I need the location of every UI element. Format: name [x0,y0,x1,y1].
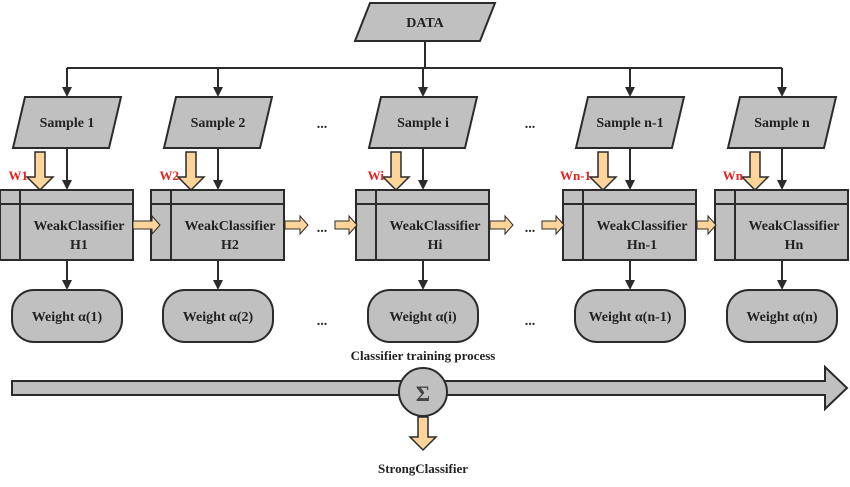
alpha-box [162,289,274,343]
sample-shape [574,96,686,149]
chain-arrow [696,214,717,236]
weight-input-arrow [176,151,206,192]
classifier-id: Hn-1 [627,238,657,253]
classifier-label: WeakClassifier [34,219,125,234]
classifier-label: WeakClassifier [749,219,840,234]
sample-shape [11,96,123,149]
classifier-id: Hi [428,238,443,253]
sample-shape [367,96,479,149]
alpha-box [726,289,838,343]
alpha-label: Weight α(2) [183,310,254,325]
weight-input-arrow [588,151,618,192]
sample-label: Sample n [754,116,810,131]
weight-input-label: W2 [160,168,180,183]
alpha-label: Weight α(n) [746,310,818,325]
ellipsis: ... [317,221,328,236]
weight-input-label: Wi [368,168,385,183]
classifier-label: WeakClassifier [185,219,276,234]
classifier-label: WeakClassifier [597,219,688,234]
alpha-label: Weight α(i) [389,310,457,325]
classifier-id: H2 [221,238,239,253]
data-shape [353,2,497,42]
classifier-label: WeakClassifier [390,219,481,234]
alpha-box [574,289,686,343]
classifier-id: H1 [70,238,88,253]
classifier-box [562,189,697,261]
alpha-box [11,289,123,343]
weight-input-arrow [25,151,55,192]
sample-label: Sample i [397,116,449,131]
classifier-box [150,189,285,261]
data-label: DATA [406,16,444,31]
sample-shape [162,96,274,149]
sample-shape [726,96,838,149]
chain-arrow [541,214,565,236]
alpha-box [367,289,479,343]
ellipsis: ... [317,117,328,132]
ellipsis: ... [525,314,536,329]
classifier-box [714,189,849,261]
chain-arrow [334,214,358,236]
alpha-label: Weight α(n-1) [589,310,672,325]
sample-label: Sample 2 [191,116,246,131]
ellipsis: ... [525,221,536,236]
weight-input-label: Wn [723,168,744,183]
chain-arrow [284,214,309,236]
chain-arrow [132,214,161,236]
process-label: Classifier training process [351,348,496,363]
weight-input-arrow [381,151,411,192]
weight-input-label: Wn-1 [560,168,591,183]
output-label: StrongClassifier [378,461,468,476]
sum-node [398,367,448,417]
sample-label: Sample n-1 [596,116,663,131]
classifier-id: Hn [785,238,804,253]
weight-input-label: W1 [9,168,29,183]
alpha-label: Weight α(1) [32,310,103,325]
sample-label: Sample 1 [40,116,95,131]
sum-icon: Σ [416,381,430,406]
weight-input-arrow [740,151,770,192]
ellipsis: ... [317,314,328,329]
chain-arrow [489,214,514,236]
output-arrow [408,416,438,452]
classifier-box [355,189,490,261]
ellipsis: ... [525,117,536,132]
